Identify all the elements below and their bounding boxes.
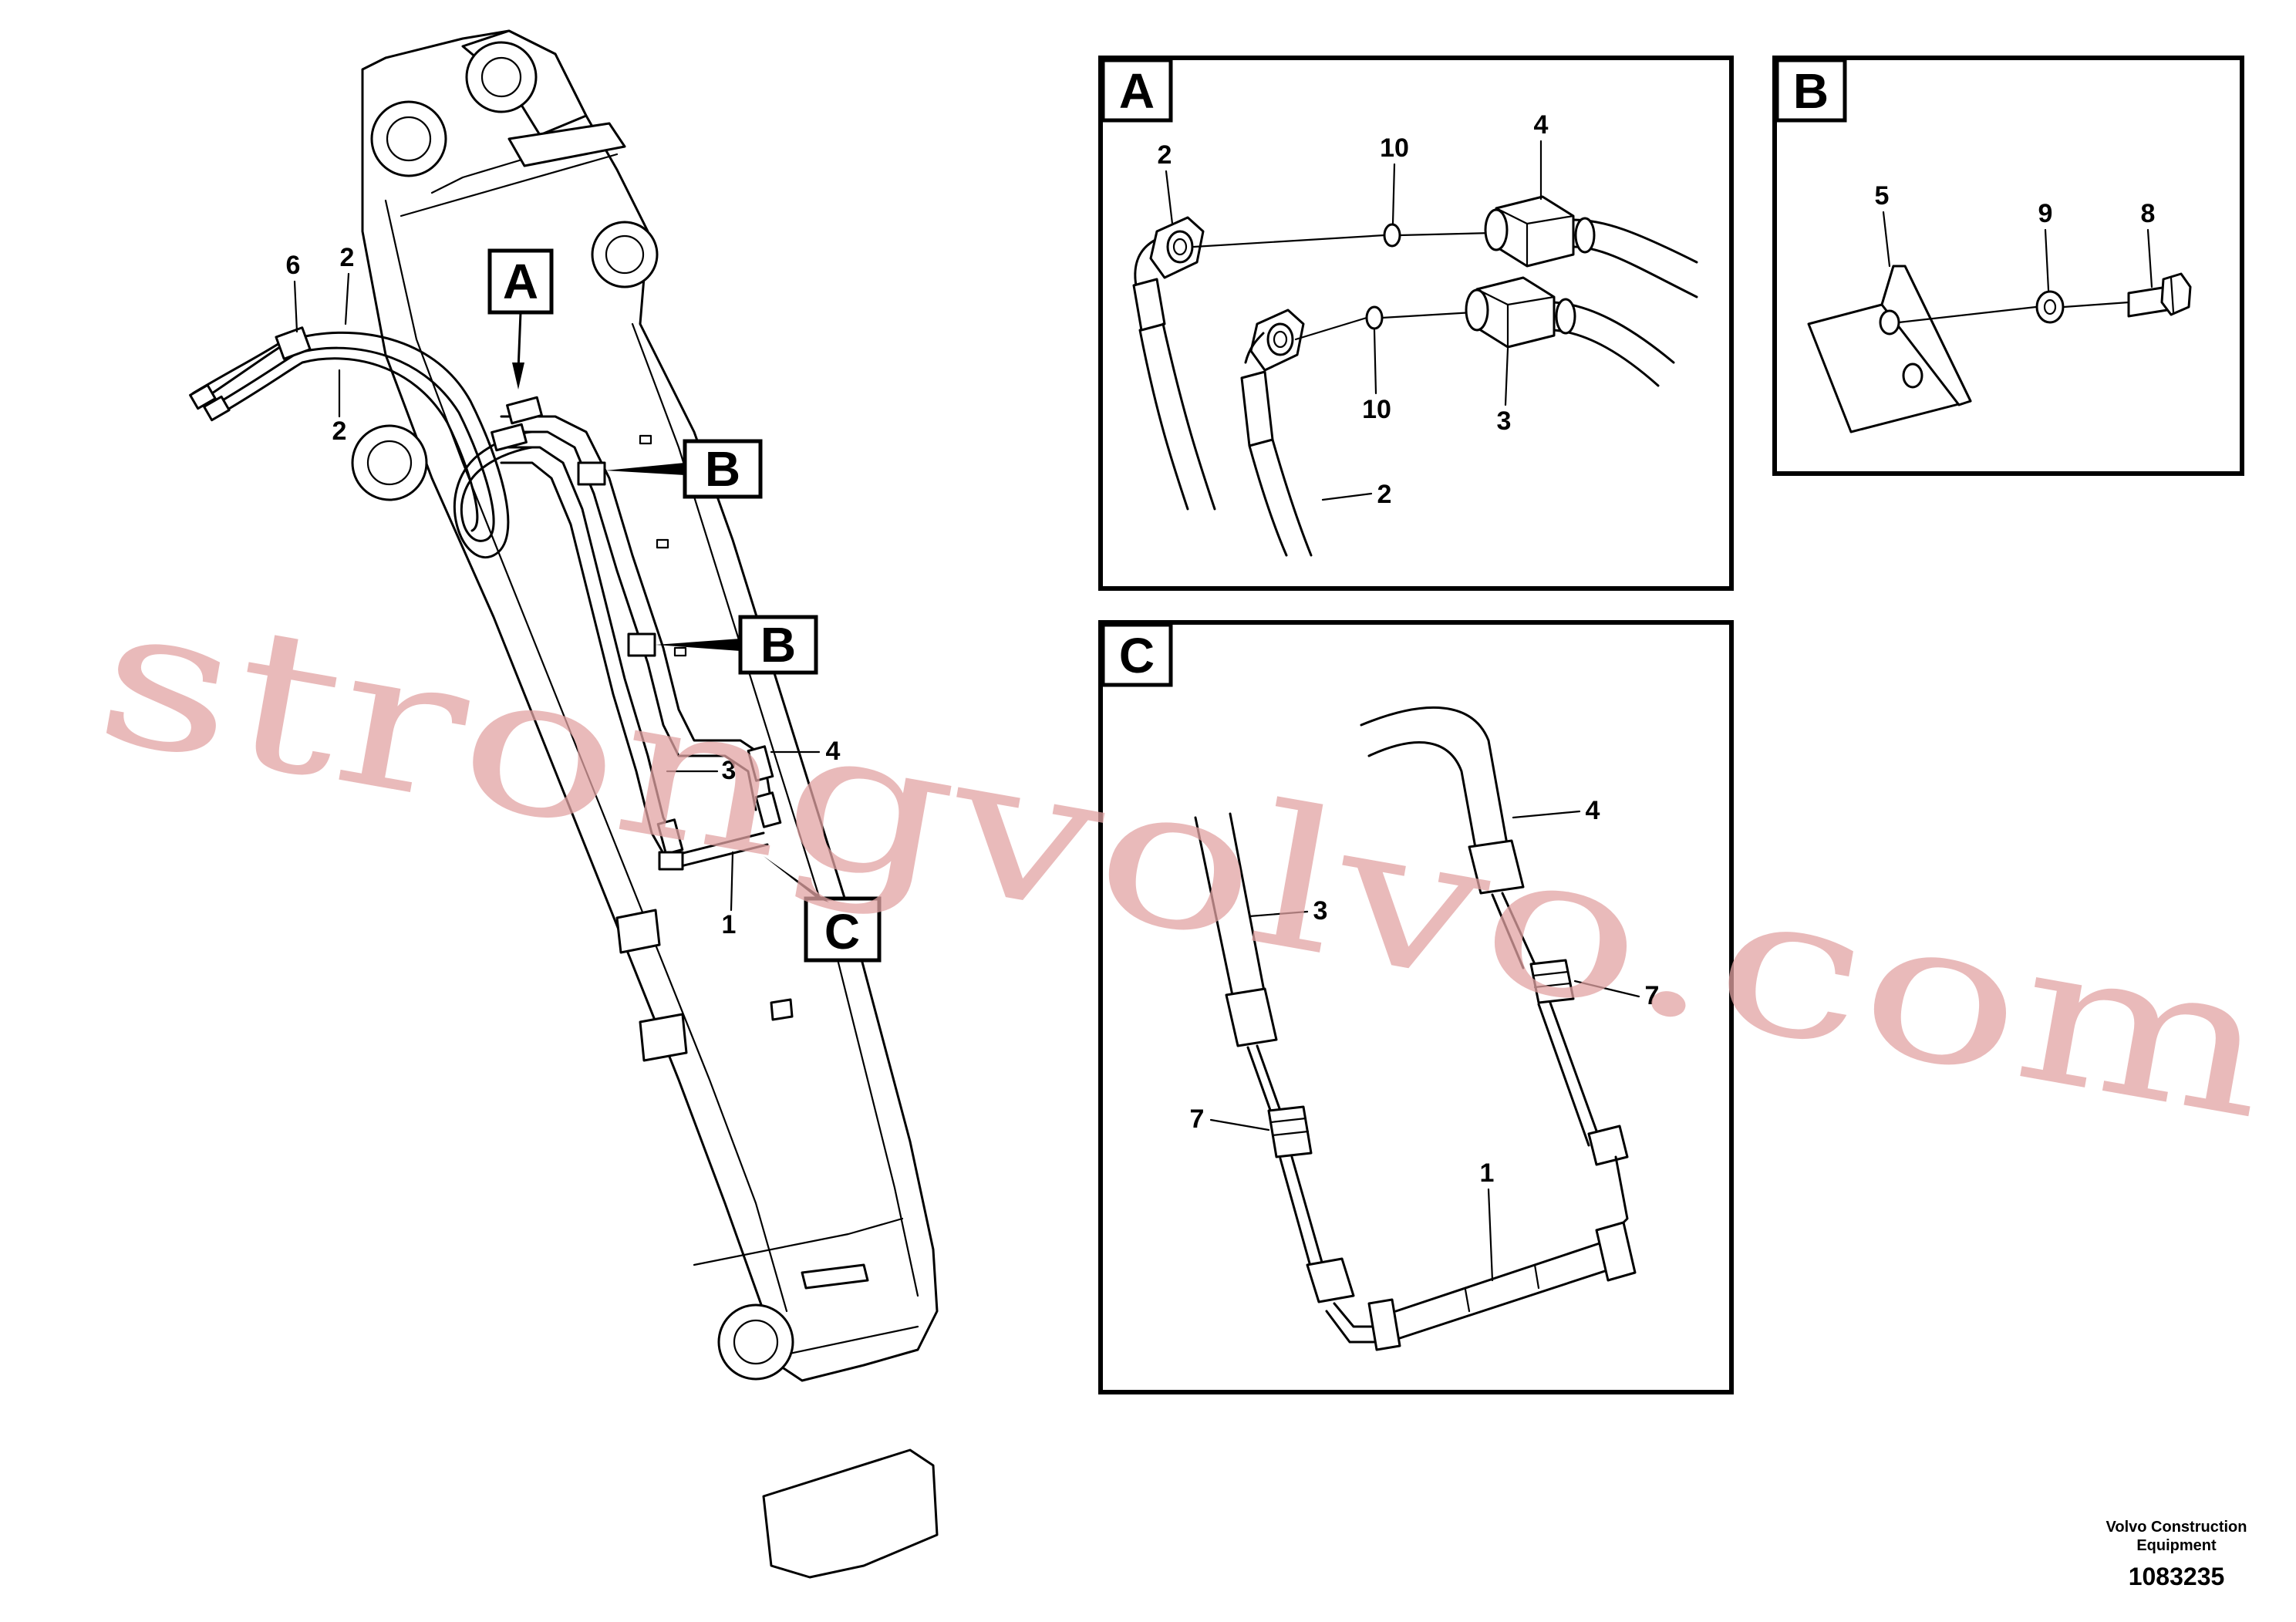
detail-a-callout-4: 4 xyxy=(1534,110,1549,140)
detail-c-callout-7-left: 7 xyxy=(1190,1104,1205,1134)
detail-tag-a xyxy=(487,248,554,315)
hose-3-ferrule xyxy=(1225,987,1278,1047)
detail-c-callout-3: 3 xyxy=(1313,896,1328,926)
detail-a-callout-10-bottom: 10 xyxy=(1362,395,1391,424)
company-name-line2: Equipment xyxy=(2136,1537,2217,1554)
detail-a-callout-3: 3 xyxy=(1497,406,1512,436)
callout-4-main: 4 xyxy=(826,737,841,766)
detail-tag-c-label: C xyxy=(824,904,860,959)
detail-panel-b: B 5 9 8 xyxy=(1772,56,2244,476)
detail-b-callout-5: 5 xyxy=(1875,181,1890,211)
callout-1-main: 1 xyxy=(722,910,737,939)
detail-tag-b-lower-label: B xyxy=(760,617,796,673)
callout-3-main: 3 xyxy=(722,756,737,785)
detail-a-callout-2-bottom: 2 xyxy=(1377,480,1392,509)
detail-panel-b-label: B xyxy=(1793,63,1829,119)
drawing-number: 1083235 xyxy=(2129,1563,2225,1590)
hose-4-ferrule xyxy=(1468,839,1525,895)
detail-b-callout-9: 9 xyxy=(2038,199,2053,228)
detail-c-callout-7-right: 7 xyxy=(1645,981,1660,1010)
detail-a-callout-2-top: 2 xyxy=(1158,140,1172,170)
o-ring-upper xyxy=(1383,223,1401,248)
detail-tag-b-lower xyxy=(738,615,818,675)
adapter-7-right xyxy=(1529,959,1575,1004)
detail-b-callout-8: 8 xyxy=(2141,199,2156,228)
detail-tag-c xyxy=(804,896,882,963)
detail-c-callout-1: 1 xyxy=(1480,1158,1495,1188)
detail-panel-a: A xyxy=(1098,56,1734,591)
main-callouts: A B B C 6 2 2 3 4 1 xyxy=(286,243,882,963)
boom-arm-drawing xyxy=(189,29,939,1579)
company-name-line1: Volvo Construction xyxy=(2106,1519,2247,1536)
boom-body xyxy=(361,29,939,1382)
detail-panel-a-label: A xyxy=(1119,63,1155,119)
detail-a-callout-10-top: 10 xyxy=(1380,133,1409,163)
detail-panel-a-frame xyxy=(1098,56,1734,591)
detail-panel-c: C 4 3 7 xyxy=(1098,620,1734,1394)
callout-6: 6 xyxy=(286,251,301,280)
o-ring-lower xyxy=(1365,305,1384,330)
callout-2-left: 2 xyxy=(332,416,347,446)
washer xyxy=(2035,290,2065,324)
detail-panel-c-label: C xyxy=(1119,628,1155,683)
drawing-footer: Volvo Construction Equipment 1083235 xyxy=(2106,1519,2247,1590)
detail-tag-b-upper-label: B xyxy=(705,441,740,497)
callout-2-top: 2 xyxy=(340,243,355,272)
detail-c-callout-4: 4 xyxy=(1586,796,1600,825)
detail-tag-a-label: A xyxy=(503,254,538,309)
